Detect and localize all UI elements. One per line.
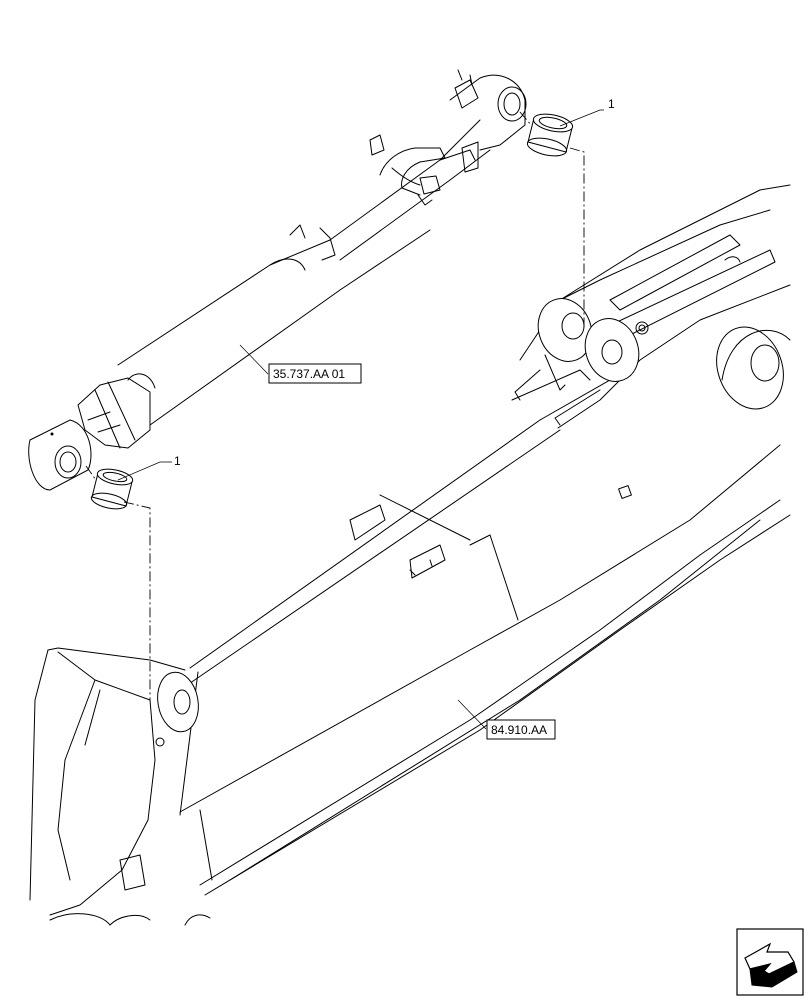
- leader-boom: [457, 699, 487, 730]
- hydraulic-cylinder: [28, 69, 527, 491]
- next-page-arrow-icon[interactable]: [736, 928, 804, 996]
- callout-boom-ref-box[interactable]: 84.910.AA: [486, 719, 556, 740]
- assembly-line-top: [519, 111, 585, 330]
- callout-cylinder-ref-box[interactable]: 35.737.AA 01: [268, 363, 362, 384]
- assembly-line-bottom: [85, 465, 151, 700]
- leader-cylinder: [239, 344, 269, 375]
- callout-item-top: 1: [608, 97, 615, 111]
- bushing-top: [526, 113, 574, 157]
- bushing-bottom: [90, 468, 134, 510]
- callout-boom-ref: 84.910.AA: [491, 723, 547, 737]
- callout-item-bottom: 1: [174, 454, 181, 468]
- leader-item-bottom: [117, 461, 172, 481]
- boom-structure: [29, 184, 791, 926]
- callout-cylinder-ref: 35.737.AA 01: [273, 367, 345, 381]
- leader-item-top: [559, 109, 604, 127]
